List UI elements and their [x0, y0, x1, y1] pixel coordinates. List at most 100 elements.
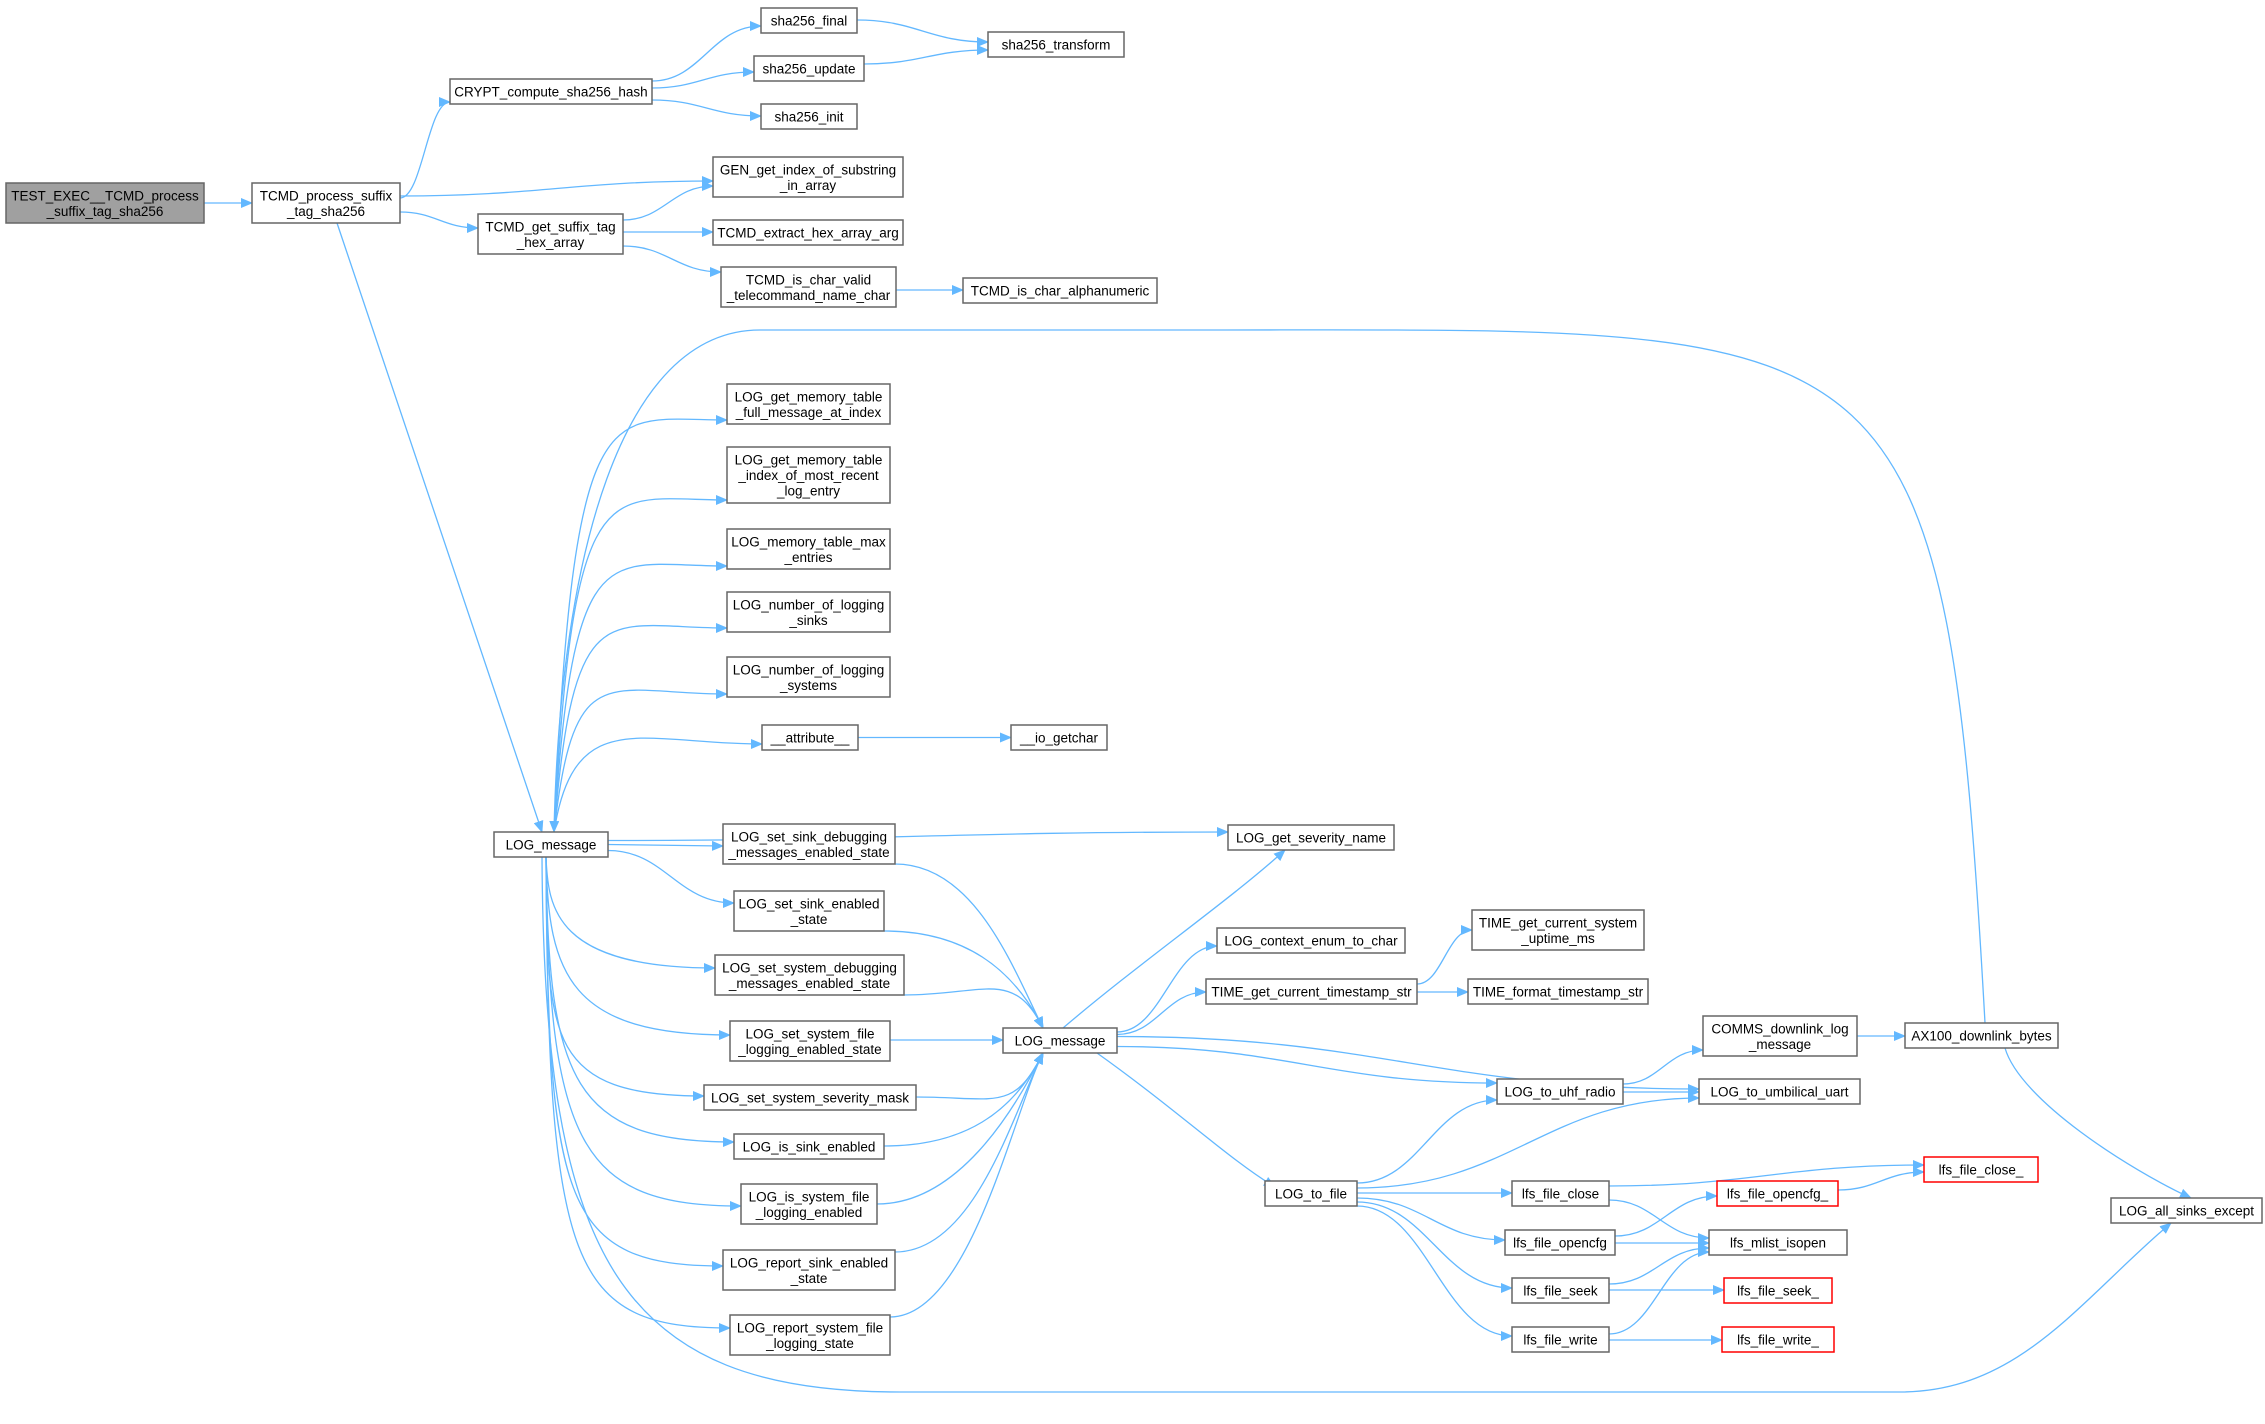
node-log-is-sys-file[interactable]: LOG_is_system_file_logging_enabled [740, 1183, 878, 1225]
node-log-mem-full[interactable]: LOG_get_memory_table_full_message_at_ind… [726, 383, 891, 425]
node-log-set-sys-file[interactable]: LOG_set_system_file_logging_enabled_stat… [729, 1020, 891, 1062]
node-attribute[interactable]: __attribute__ [761, 724, 859, 751]
node-label: sha256_init [774, 110, 843, 125]
node-log-report-sys[interactable]: LOG_report_system_file_logging_state [729, 1314, 891, 1356]
node-log-severity[interactable]: LOG_get_severity_name [1227, 824, 1395, 851]
node-log-umb[interactable]: LOG_to_umbilical_uart [1698, 1078, 1861, 1105]
node-log-set-sink-dbg[interactable]: LOG_set_sink_debugging_messages_enabled_… [722, 823, 896, 865]
node-lfs-close[interactable]: lfs_file_close [1511, 1180, 1610, 1207]
edge-64 [1608, 1243, 1710, 1285]
edge-18 [553, 688, 728, 833]
node-log-msg-b[interactable]: LOG_message [1002, 1027, 1118, 1054]
node-log-is-sink-en[interactable]: LOG_is_sink_enabled [733, 1133, 885, 1160]
node-log-file[interactable]: LOG_to_file [1264, 1180, 1358, 1207]
edge-58 [1356, 1201, 1513, 1293]
node-sha-init[interactable]: sha256_init [760, 103, 858, 130]
node-box [703, 1084, 917, 1111]
node-box [753, 55, 865, 82]
edge-26 [545, 856, 731, 1040]
node-log-ctx[interactable]: LOG_context_enum_to_char [1216, 927, 1406, 954]
node-label: LOG_report_sink_enabled [730, 1255, 888, 1270]
node-lfs-opencfg[interactable]: lfs_file_opencfg [1504, 1229, 1616, 1256]
edge-31 [545, 856, 731, 1333]
node-time-uptime[interactable]: TIME_get_current_system_uptime_ms [1471, 909, 1645, 951]
node-ax100[interactable]: AX100_downlink_bytes [1904, 1022, 2059, 1049]
node-label: LOG_is_system_file [749, 1189, 870, 1204]
node-log-mem-recent[interactable]: LOG_get_memory_table_index_of_most_recen… [726, 446, 891, 504]
edge-59 [1356, 1205, 1513, 1341]
edge-32 [541, 856, 2172, 1393]
node-log-num-systems[interactable]: LOG_number_of_logging_systems [726, 656, 891, 698]
node-box [477, 213, 624, 255]
node-tcmd-extract[interactable]: TCMD_extract_hex_array_arg [712, 219, 904, 246]
node-label: lfs_file_write_ [1737, 1333, 1819, 1348]
node-box [1496, 1078, 1624, 1105]
node-label: LOG_get_memory_table [735, 389, 883, 404]
node-log-all-sinks[interactable]: LOG_all_sinks_except [2110, 1197, 2263, 1224]
node-log-uhf[interactable]: LOG_to_uhf_radio [1496, 1078, 1624, 1105]
edge-1 [399, 97, 451, 199]
node-log-set-sys-sev[interactable]: LOG_set_system_severity_mask [703, 1084, 917, 1111]
node-sha-transform[interactable]: sha256_transform [987, 31, 1125, 58]
node-label: LOG_message [506, 838, 597, 853]
node-box [760, 103, 858, 130]
node-box [251, 182, 401, 224]
node-label: _log_entry [776, 484, 840, 499]
node-log-report-sink[interactable]: LOG_report_sink_enabled_state [722, 1249, 896, 1291]
node-tcmd-process[interactable]: TCMD_process_suffix_tag_sha256 [251, 182, 401, 224]
node-box [449, 78, 653, 105]
node-log-set-sys-dbg[interactable]: LOG_set_system_debugging_messages_enable… [714, 954, 905, 996]
node-log-num-sinks[interactable]: LOG_number_of_logging_sinks [726, 591, 891, 633]
edge-44 [1116, 987, 1207, 1036]
node-label: TIME_get_current_timestamp_str [1211, 985, 1412, 1000]
node-box [1002, 1027, 1118, 1054]
node-label: TCMD_process_suffix [260, 188, 393, 203]
node-io-getchar[interactable]: __io_getchar [1010, 724, 1108, 751]
node-lfs-mlist[interactable]: lfs_mlist_isopen [1708, 1229, 1848, 1256]
node-box [1467, 978, 1649, 1005]
node-crypt-sha[interactable]: CRYPT_compute_sha256_hash [449, 78, 653, 105]
node-label: _logging_enabled [755, 1205, 863, 1220]
edge-35 [903, 988, 1044, 1029]
node-tcmd-alnum[interactable]: TCMD_is_char_alphanumeric [962, 277, 1158, 304]
edge-60 [1608, 1160, 1925, 1187]
node-label: LOG_is_sink_enabled [743, 1140, 876, 1155]
edge-7 [651, 99, 762, 121]
node-test-exec[interactable]: TEST_EXEC__TCMD_process_suffix_tag_sha25… [5, 182, 205, 224]
node-lfs-seek-[interactable]: lfs_file_seek_ [1723, 1277, 1833, 1304]
node-log-msg-a[interactable]: LOG_message [493, 831, 609, 858]
node-box [1511, 1326, 1610, 1353]
edges [204, 19, 2192, 1393]
node-label: LOG_number_of_logging [733, 597, 885, 612]
node-lfs-opencfg-[interactable]: lfs_file_opencfg_ [1716, 1180, 1839, 1207]
node-box [1205, 978, 1418, 1005]
node-lfs-write-[interactable]: lfs_file_write_ [1721, 1326, 1835, 1353]
edge-68 [1837, 1167, 1925, 1191]
node-lfs-seek[interactable]: lfs_file_seek [1511, 1277, 1610, 1304]
node-time-ts[interactable]: TIME_get_current_timestamp_str [1205, 978, 1418, 1005]
edge-47 [1096, 1052, 1276, 1188]
node-box [722, 823, 896, 865]
edge-34 [883, 930, 1044, 1029]
node-label: AX100_downlink_bytes [1911, 1029, 2052, 1044]
node-label: TCMD_is_char_alphanumeric [971, 284, 1150, 299]
node-gen-index[interactable]: GEN_get_index_of_substring_in_array [712, 156, 904, 198]
node-lfs-close-[interactable]: lfs_file_close_ [1923, 1156, 2039, 1183]
node-tcmd-suffix-hex[interactable]: TCMD_get_suffix_tag_hex_array [477, 213, 624, 255]
node-box [722, 1249, 896, 1291]
node-comms-dl[interactable]: COMMS_downlink_log_message [1702, 1015, 1858, 1057]
edge-14 [553, 414, 728, 833]
node-time-fmt[interactable]: TIME_format_timestamp_str [1467, 978, 1649, 1005]
node-sha-final[interactable]: sha256_final [760, 7, 858, 34]
node-tcmd-valid[interactable]: TCMD_is_char_valid_telecommand_name_char [720, 266, 897, 308]
node-box [1698, 1078, 1861, 1105]
node-lfs-write[interactable]: lfs_file_write [1511, 1326, 1610, 1353]
node-label: LOG_context_enum_to_char [1224, 934, 1398, 949]
node-log-set-sink-en[interactable]: LOG_set_sink_enabled_state [733, 890, 885, 932]
node-log-mem-max[interactable]: LOG_memory_table_max_entries [726, 528, 891, 570]
node-sha-update[interactable]: sha256_update [753, 55, 865, 82]
node-label: lfs_file_seek [1523, 1284, 1598, 1299]
edge-61 [1608, 1199, 1710, 1243]
node-box [761, 724, 859, 751]
